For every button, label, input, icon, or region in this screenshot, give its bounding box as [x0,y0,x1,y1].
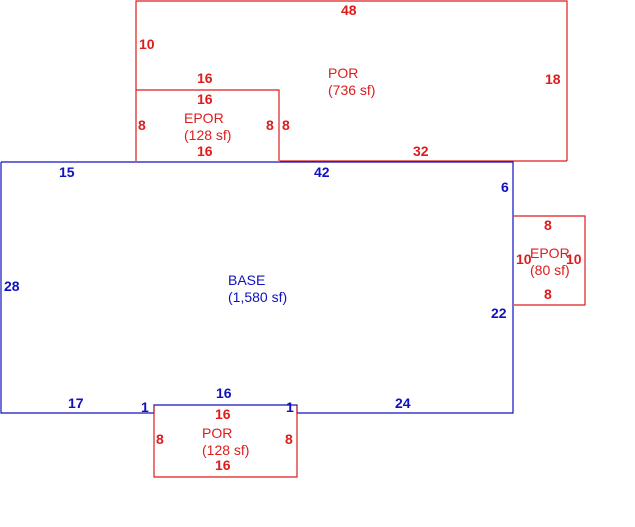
area-base-name: BASE [228,272,265,288]
area-por-top-name: POR [328,65,358,81]
area-epor-top-name: EPOR [184,110,224,126]
dim-por-top-inner: 16 [197,70,213,86]
base-outline [0,161,514,414]
dim-base-bottom-right: 24 [395,395,411,411]
dim-por-top-right: 18 [545,71,561,87]
dim-por-top-bottom: 32 [413,143,429,159]
dim-epor-right-bottom: 8 [544,286,552,302]
dim-epor-right-right: 10 [566,251,582,267]
epor-right-outline [514,215,586,306]
area-por-bottom-size: (128 sf) [202,442,249,458]
area-base-size: (1,580 sf) [228,289,287,305]
dim-base-top-mid: 42 [314,164,330,180]
dim-base-right-top: 6 [501,179,509,195]
area-por-bottom-name: POR [202,425,232,441]
dim-base-bottom-step-left: 1 [141,399,149,415]
dim-por-top-top: 48 [341,2,357,18]
dim-epor-right-left: 10 [516,251,532,267]
dim-por-top-left: 10 [139,36,155,52]
por-top-outline [135,0,568,161]
dim-por-bottom-top: 16 [215,406,231,422]
area-epor-right-name: EPOR [530,245,570,261]
dim-epor-top-right-a: 8 [266,117,274,133]
dim-por-bottom-bottom: 16 [215,457,231,473]
dim-base-right-bottom: 22 [491,305,507,321]
area-epor-top-size: (128 sf) [184,127,231,143]
area-por-top-size: (736 sf) [328,82,375,98]
dim-epor-top-bottom: 16 [197,143,213,159]
epor-top-outline [136,89,280,161]
dim-por-bottom-right: 8 [285,431,293,447]
dim-base-bottom-mid: 16 [216,385,232,401]
por-bottom-outline [153,406,298,478]
dim-por-bottom-left: 8 [156,431,164,447]
dim-base-bottom-step-right: 1 [286,399,294,415]
dim-epor-right-top: 8 [544,217,552,233]
dim-epor-top-top: 16 [197,91,213,107]
dim-base-left: 28 [4,278,20,294]
dim-epor-top-right-b: 8 [282,117,290,133]
dim-base-top-left: 15 [59,164,75,180]
dim-epor-top-left: 8 [138,117,146,133]
dim-base-bottom-left: 17 [68,395,84,411]
area-epor-right-size: (80 sf) [530,262,570,278]
